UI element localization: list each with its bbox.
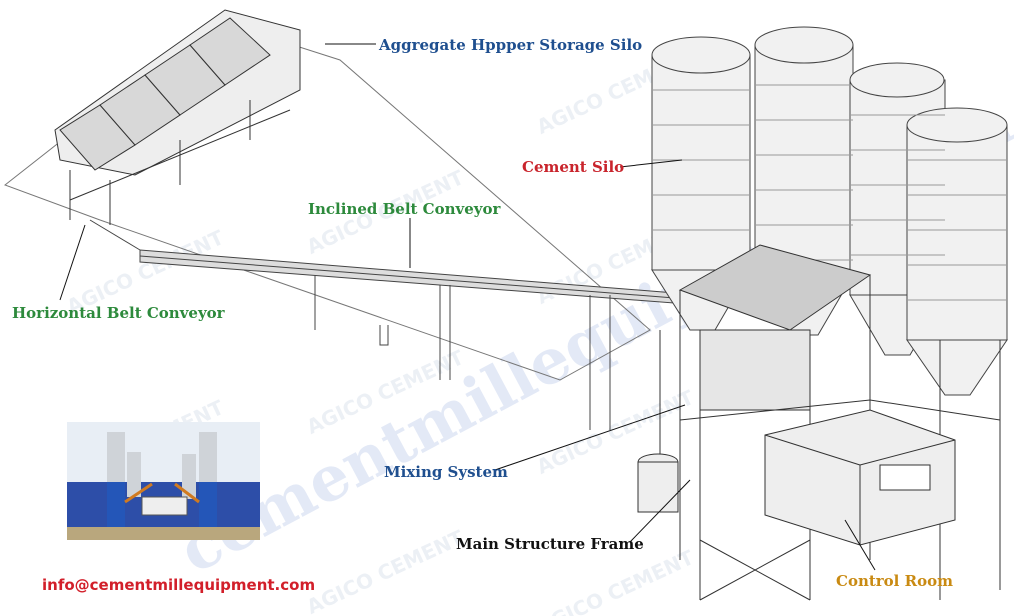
label-mixing-system: Mixing System: [384, 463, 508, 481]
contact-email[interactable]: info@cementmillequipment.com: [42, 576, 316, 594]
label-horizontal-belt-conveyor: Horizontal Belt Conveyor: [12, 304, 225, 322]
label-inclined-belt-conveyor: Inclined Belt Conveyor: [308, 200, 501, 218]
inclined-belt-conveyor: [89, 219, 701, 430]
aggregate-hopper: [54, 9, 301, 225]
control-room: [764, 409, 956, 546]
main-structure-frame: [637, 244, 1001, 601]
leader-lines: [59, 43, 876, 571]
label-main-structure-frame: Main Structure Frame: [456, 535, 644, 553]
label-control-room: Control Room: [836, 572, 953, 590]
label-cement-silo: Cement Silo: [522, 158, 625, 176]
silo: [651, 36, 751, 331]
plant-photo: [67, 422, 260, 540]
silo: [906, 107, 1008, 396]
label-aggregate-hopper: Aggregate Hppper Storage Silo: [379, 36, 643, 54]
